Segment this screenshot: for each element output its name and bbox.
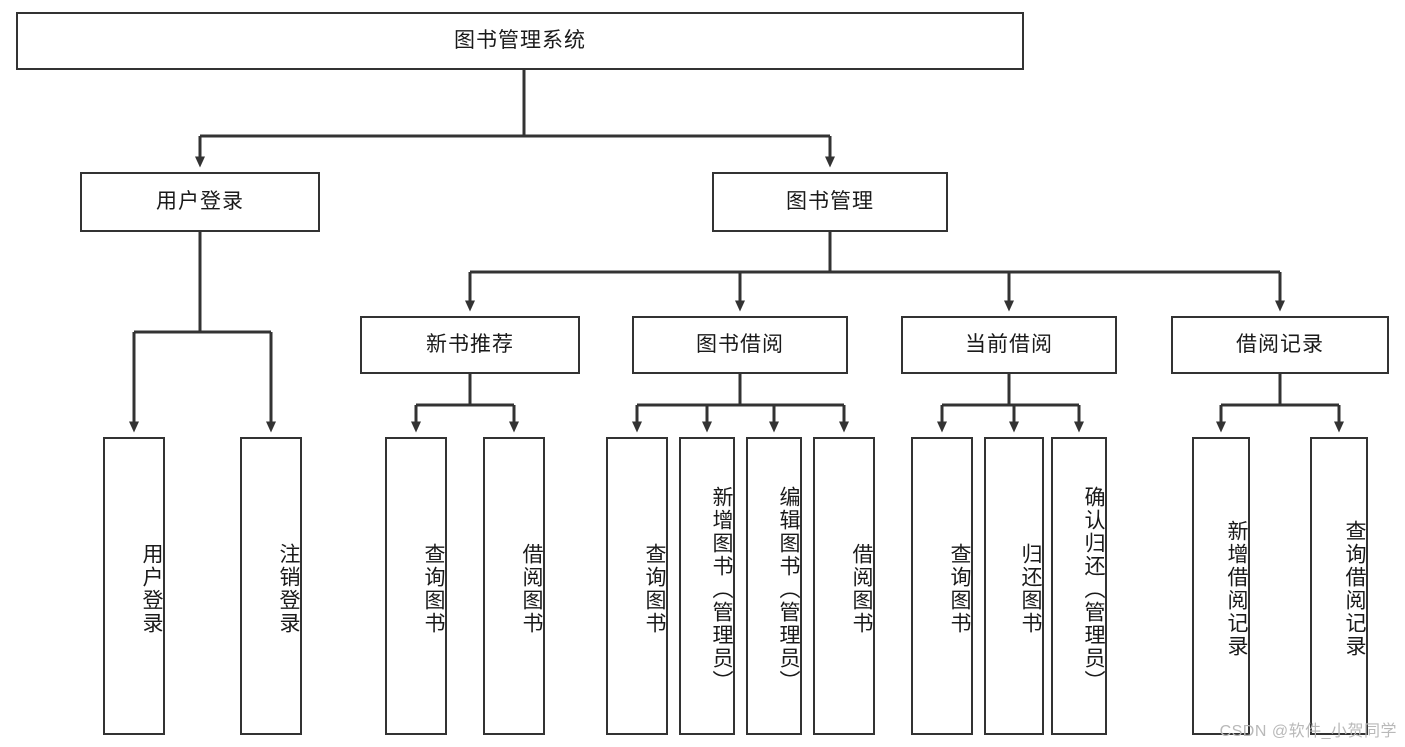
node-label: 确认归还（管理员） [1082,485,1105,693]
node-leaf-borrow-book[interactable]: 借阅图书 [813,437,875,735]
node-label: 图书管理系统 [454,29,586,53]
node-leaf-confirm-return[interactable]: 确认归还（管理员） [1051,437,1107,735]
node-leaf-return-book[interactable]: 归还图书 [984,437,1044,735]
node-label: 当前借阅 [965,333,1053,357]
node-label: 查询图书 [948,543,971,635]
watermark-text: CSDN @软件_小贺同学 [1219,723,1397,740]
node-user-login[interactable]: 用户登录 [80,172,320,232]
node-leaf-add-book[interactable]: 新增图书（管理员） [679,437,735,735]
node-leaf-query-book-cur[interactable]: 查询图书 [911,437,973,735]
node-leaf-add-record[interactable]: 新增借阅记录 [1192,437,1250,735]
node-label: 借阅记录 [1236,333,1324,357]
node-new-book-recommend[interactable]: 新书推荐 [360,316,580,374]
node-book-borrow[interactable]: 图书借阅 [632,316,848,374]
node-leaf-borrow-book-rec[interactable]: 借阅图书 [483,437,545,735]
node-leaf-query-book-rec[interactable]: 查询图书 [385,437,447,735]
node-label: 新书推荐 [426,333,514,357]
node-label: 图书管理 [786,190,874,214]
node-label: 查询借阅记录 [1343,520,1366,658]
node-label: 新增图书（管理员） [710,485,733,693]
node-label: 编辑图书（管理员） [777,485,800,693]
node-root[interactable]: 图书管理系统 [16,12,1024,70]
node-label: 注销登录 [277,543,300,635]
node-leaf-query-record[interactable]: 查询借阅记录 [1310,437,1368,735]
node-label: 图书借阅 [696,333,784,357]
node-label: 借阅图书 [520,543,543,635]
node-borrow-record[interactable]: 借阅记录 [1171,316,1389,374]
node-leaf-user-login[interactable]: 用户登录 [103,437,165,735]
node-current-borrow[interactable]: 当前借阅 [901,316,1117,374]
node-leaf-logout[interactable]: 注销登录 [240,437,302,735]
node-label: 归还图书 [1019,543,1042,635]
node-label: 新增借阅记录 [1225,520,1248,658]
node-label: 查询图书 [422,543,445,635]
node-label: 用户登录 [156,190,244,214]
node-book-manage[interactable]: 图书管理 [712,172,948,232]
node-label: 查询图书 [643,543,666,635]
node-label: 借阅图书 [850,543,873,635]
node-label: 用户登录 [140,543,163,635]
node-leaf-query-book[interactable]: 查询图书 [606,437,668,735]
node-leaf-edit-book[interactable]: 编辑图书（管理员） [746,437,802,735]
